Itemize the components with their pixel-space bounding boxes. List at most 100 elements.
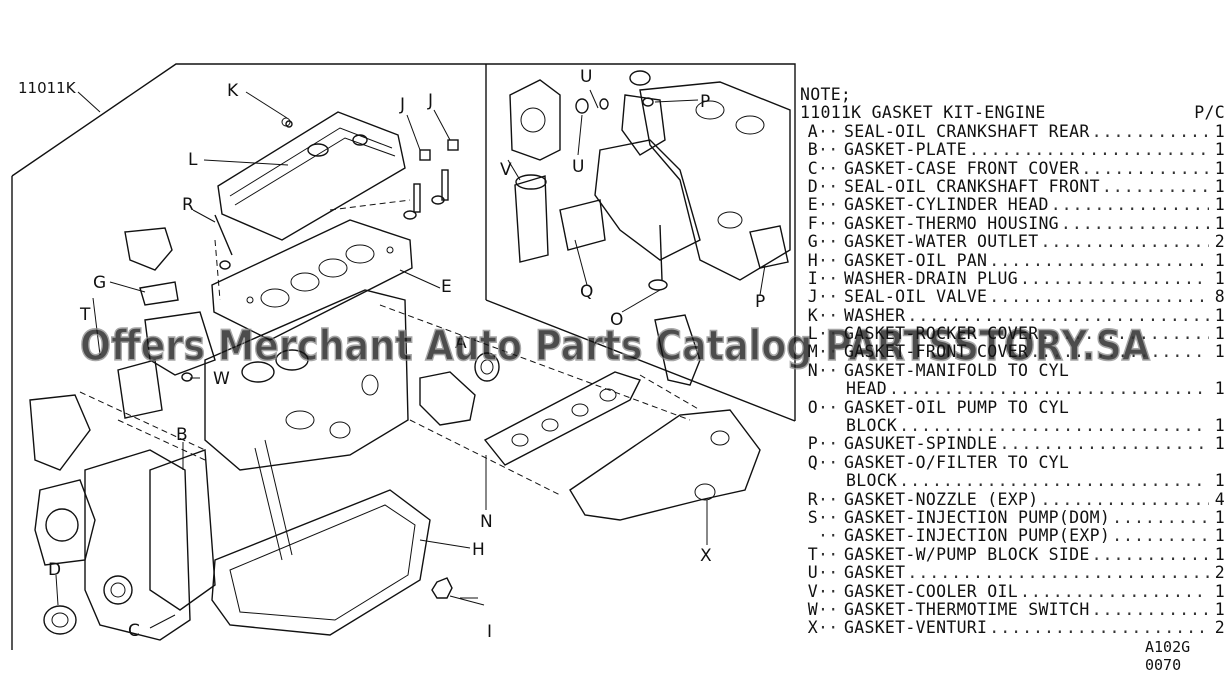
legend-item-name: GASKET-CYLINDER HEAD (844, 195, 1049, 215)
legend-item-code: K (807, 305, 818, 325)
legend-item-qty: 1 (1214, 121, 1225, 141)
legend-item-code: A (807, 121, 818, 141)
legend-item-code: F (807, 213, 818, 233)
callout-label: Q (580, 282, 593, 302)
callout-label: J (427, 91, 433, 111)
legend-item: F··GASKET-THERMO HOUSING1 (800, 213, 1225, 233)
legend-item: ··GASKET-INJECTION PUMP(EXP)1 (800, 526, 1225, 546)
legend-fill-dots (1092, 601, 1209, 619)
callout-label: V (500, 160, 512, 180)
legend-item-qty: 1 (1214, 434, 1225, 454)
legend-item: K··WASHER1 (800, 305, 1225, 325)
legend-item: N··GASKET-MANIFOLD TO CYL (800, 360, 1225, 380)
legend-item-code: W (807, 599, 818, 619)
legend-item: B··GASKET-PLATE1 (800, 140, 1225, 160)
callout-label: T (79, 305, 91, 325)
legend-item-qty: 2 (1214, 618, 1225, 638)
legend-leader-dots: ·· (818, 233, 839, 252)
legend-leader-dots: ·· (818, 600, 839, 619)
legend-item-qty: 1 (1214, 544, 1225, 564)
legend-item-name: GASKET-W/PUMP BLOCK SIDE (844, 544, 1090, 564)
legend-leader-dots: ·· (818, 306, 839, 325)
legend-fill-dots (1051, 196, 1209, 214)
legend-fill-dots (1000, 435, 1209, 453)
legend-item-name: WASHER-DRAIN PLUG (844, 268, 1018, 288)
legend-fill-dots (1061, 215, 1209, 233)
callout-label: W (213, 369, 230, 389)
legend-item: H··GASKET-OIL PAN1 (800, 250, 1225, 270)
legend-fill-dots (969, 141, 1209, 159)
legend-item-code: I (807, 268, 818, 288)
legend-fill-dots (989, 619, 1209, 637)
legend-fill-dots (1030, 343, 1209, 361)
legend-fill-dots (1092, 546, 1209, 564)
legend-item-name: GASKET-INJECTION PUMP(EXP) (844, 526, 1111, 546)
legend-item-name: SEAL-OIL VALVE (844, 287, 988, 307)
legend-leader-dots: ·· (818, 177, 839, 196)
legend-leader-dots: ·· (818, 122, 839, 141)
legend-item-qty: 1 (1214, 176, 1225, 196)
legend-item: E··GASKET-CYLINDER HEAD1 (800, 195, 1225, 215)
legend-item: S··GASKET-INJECTION PUMP(DOM)1 (800, 507, 1225, 527)
legend-item-code: R (807, 489, 818, 509)
legend-item-qty: 1 (1214, 507, 1225, 527)
legend-item: V··GASKET-COOLER OIL1 (800, 581, 1225, 601)
callout-labels: 11011K K L J J R E G T A W B D C H I N X… (18, 67, 765, 642)
legend-fill-dots (1092, 123, 1209, 141)
legend-leader-dots: ·· (818, 141, 839, 160)
legend-leader-dots: ·· (818, 269, 839, 288)
legend-item-qty: 1 (1214, 324, 1225, 344)
kit-number-label: 11011K (18, 79, 77, 97)
legend-title: NOTE; (800, 85, 852, 104)
legend-item-name: SEAL-OIL CRANKSHAFT FRONT (844, 176, 1100, 196)
legend-item-code: N (807, 360, 818, 380)
legend-leader-dots: ·· (818, 582, 839, 601)
legend-item-name-cont: HEAD (846, 379, 887, 399)
legend-item-qty: 2 (1214, 563, 1225, 583)
parts-legend: NOTE; 11011K GASKET KIT-ENGINE P/C A··SE… (800, 85, 1225, 638)
legend-leader-dots: ·· (818, 325, 839, 344)
legend-item-name: GASKET-COOLER OIL (844, 581, 1018, 601)
callout-label: U (572, 157, 584, 177)
legend-leader-dots: ·· (818, 453, 839, 472)
legend-item-continuation: HEAD 1 (800, 379, 1225, 399)
legend-item-code: L (807, 324, 818, 344)
callout-label: B (176, 425, 188, 445)
legend-item: G··GASKET-WATER OUTLET2 (800, 232, 1225, 252)
legend-item-code: H (807, 250, 818, 270)
legend-item-name: GASKET-THERMOTIME SWITCH (844, 599, 1090, 619)
legend-fill-dots (1020, 270, 1209, 288)
legend-item: R··GASKET-NOZZLE (EXP)4 (800, 489, 1225, 509)
legend-item: X··GASKET-VENTURI2 (800, 618, 1225, 638)
legend-item: J··SEAL-OIL VALVE8 (800, 287, 1225, 307)
callout-leaders (55, 89, 766, 629)
legend-item-qty: 1 (1214, 416, 1225, 436)
legend-leader-dots: ·· (818, 398, 839, 417)
callout-label: P (755, 292, 765, 312)
legend-item-code: T (807, 544, 818, 564)
legend-item-qty: 1 (1214, 305, 1225, 325)
pc-header: P/C (1194, 103, 1225, 123)
legend-leader-dots: ·· (818, 196, 839, 215)
legend-leader-dots: ·· (818, 288, 839, 307)
legend-leader-dots: ·· (818, 619, 839, 638)
legend-item-qty: 1 (1214, 379, 1225, 399)
legend-item-code: V (807, 581, 818, 601)
legend-fill-dots (989, 252, 1209, 270)
legend-item-name: GASKET-MANIFOLD TO CYL (844, 360, 1070, 380)
legend-item-code: D (807, 176, 818, 196)
legend-item-name: GASKET-INJECTION PUMP(DOM) (844, 507, 1111, 527)
legend-item-code: E (807, 195, 818, 215)
legend-item-name: GASKET-VENTURI (844, 618, 988, 638)
callout-label: E (441, 277, 452, 297)
callout-label: A (455, 333, 467, 353)
legend-item-name: GASUKET-SPINDLE (844, 434, 998, 454)
legend-fill-dots (1020, 583, 1209, 601)
legend-fill-dots (907, 307, 1209, 325)
legend-fill-dots (989, 288, 1209, 306)
legend-item-qty: 1 (1214, 268, 1225, 288)
legend-item-qty: 1 (1214, 140, 1225, 160)
legend-fill-dots (1112, 509, 1209, 527)
callout-label: H (472, 540, 485, 560)
